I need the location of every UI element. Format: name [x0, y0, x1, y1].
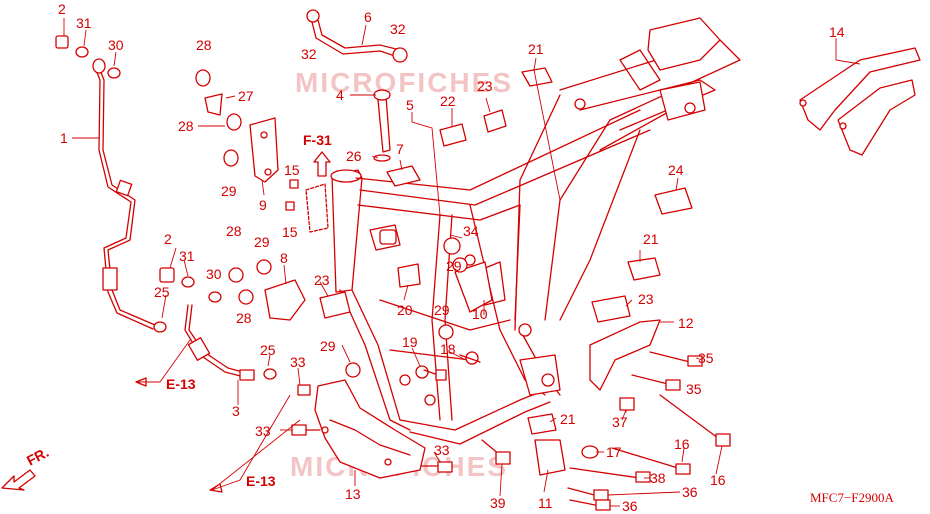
- f31-ref-arrow: [285, 151, 331, 233]
- label-21c: 21: [560, 411, 576, 427]
- label-28d: 28: [236, 310, 252, 326]
- brake-hose-3: [153, 267, 277, 381]
- label-22: 22: [440, 93, 456, 109]
- label-25a: 25: [154, 284, 170, 300]
- clamps: [319, 67, 693, 435]
- label-29a: 29: [221, 183, 237, 199]
- label-2b: 2: [164, 231, 172, 247]
- grommets: [228, 237, 479, 396]
- brake-hose-1: [92, 58, 156, 330]
- label-19: 19: [402, 334, 418, 350]
- label-13: 13: [345, 486, 361, 502]
- label-15a: 15: [284, 162, 300, 178]
- label-34: 34: [463, 223, 479, 239]
- hose-6: [306, 9, 408, 63]
- pin-4: [373, 89, 421, 187]
- label-23c: 23: [638, 291, 654, 307]
- bolts: [291, 229, 731, 511]
- label-28c: 28: [226, 223, 242, 239]
- label-24: 24: [668, 162, 684, 178]
- label-26: 26: [346, 148, 362, 164]
- label-35b: 35: [686, 381, 702, 397]
- label-36a: 36: [682, 484, 698, 500]
- label-1: 1: [60, 130, 68, 146]
- label-25b: 25: [260, 342, 276, 358]
- label-23b: 23: [314, 272, 330, 288]
- label-28b: 28: [178, 118, 194, 134]
- label-29d: 29: [434, 302, 450, 318]
- label-5: 5: [406, 97, 414, 113]
- watermark-top: MICROFICHES: [295, 67, 513, 98]
- label-30b: 30: [206, 266, 222, 282]
- label-37: 37: [612, 414, 628, 430]
- label-29c: 29: [254, 234, 270, 250]
- label-7: 7: [396, 141, 404, 157]
- skid-plate-13: [314, 379, 426, 479]
- label-31a: 31: [76, 15, 92, 31]
- label-32a: 32: [301, 46, 317, 62]
- label-9: 9: [259, 197, 267, 213]
- leader-lines: [63, 18, 861, 507]
- label-39: 39: [490, 495, 506, 511]
- label-17: 17: [606, 444, 622, 460]
- label-20: 20: [397, 302, 413, 318]
- front-direction-arrow: [1, 469, 36, 491]
- label-21b: 21: [643, 231, 659, 247]
- label-14: 14: [829, 24, 845, 40]
- label-28a: 28: [196, 37, 212, 53]
- banjo-bolt-top: [55, 35, 121, 79]
- label-4: 4: [336, 87, 344, 103]
- ref-e13-lower: E-13: [246, 473, 276, 489]
- label-16a: 16: [674, 436, 690, 452]
- label-33c: 33: [434, 442, 450, 458]
- label-15b: 15: [282, 224, 298, 240]
- label-31b: 31: [179, 248, 195, 264]
- ref-f31: F-31: [303, 132, 332, 148]
- label-6: 6: [364, 9, 372, 25]
- label-29e: 29: [320, 338, 336, 354]
- label-16b: 16: [710, 472, 726, 488]
- label-27: 27: [238, 88, 254, 104]
- label-30a: 30: [108, 37, 124, 53]
- bracket-9: [195, 69, 279, 183]
- label-8: 8: [280, 250, 288, 266]
- diagram-code: MFC7−F2900A: [810, 490, 895, 505]
- label-23a: 23: [477, 78, 493, 94]
- ref-e13-upper: E-13: [166, 376, 196, 392]
- e13-arrows: [135, 339, 301, 493]
- label-2a: 2: [58, 1, 66, 17]
- label-12: 12: [678, 315, 694, 331]
- label-36b: 36: [622, 498, 638, 514]
- label-33b: 33: [255, 423, 271, 439]
- label-38: 38: [650, 470, 666, 486]
- brackets-8-10-12: [264, 261, 661, 391]
- label-35a: 35: [698, 350, 714, 366]
- label-3: 3: [232, 403, 240, 419]
- label-33a: 33: [290, 354, 306, 370]
- label-18: 18: [440, 341, 456, 357]
- label-10: 10: [472, 306, 488, 322]
- label-21a: 21: [528, 41, 544, 57]
- front-direction-label: FR.: [24, 444, 51, 469]
- label-32b: 32: [390, 21, 406, 37]
- rear-bracket-14: [799, 47, 921, 156]
- label-11: 11: [538, 495, 553, 511]
- label-29b: 29: [446, 258, 462, 274]
